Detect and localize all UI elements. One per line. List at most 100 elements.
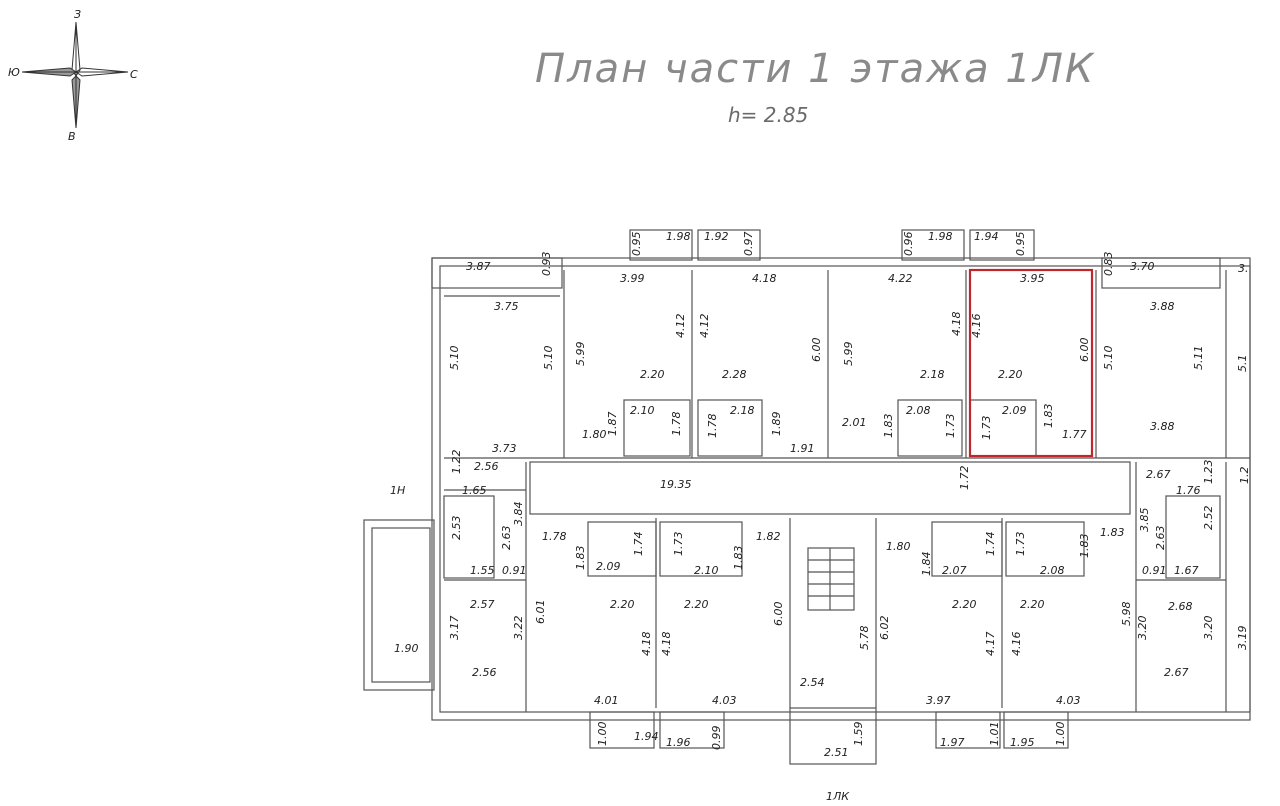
dimension-label: 2.20: [998, 368, 1023, 381]
dimension-label: 1.89: [770, 412, 783, 437]
dimension-label: 1.78: [670, 412, 683, 437]
dimension-label: 1.55: [470, 564, 495, 577]
dimension-label: 1.80: [582, 428, 607, 441]
dimension-label: 2.20: [610, 598, 635, 611]
dimension-label: 0.95: [630, 232, 643, 257]
dimension-label: 2.68: [1168, 600, 1193, 613]
dimension-label: 0.97: [742, 232, 755, 257]
dimension-label: 5.99: [842, 342, 855, 367]
dimension-label: 3.97: [926, 694, 951, 707]
dimension-label: 2.07: [942, 564, 967, 577]
dimension-label: 5.99: [574, 342, 587, 367]
compass-west-label: Ю: [8, 66, 20, 79]
dimension-label: 6.00: [772, 602, 785, 627]
dimension-label: 1.83: [1042, 404, 1055, 429]
dimension-label: 1.95: [1010, 736, 1035, 749]
dimension-label: 1.73: [944, 414, 957, 439]
dimension-label: 1.98: [928, 230, 953, 243]
dimension-label: 3.95: [1020, 272, 1045, 285]
highlighted-apartment-outline[interactable]: [968, 268, 1094, 458]
dimension-label: 1.78: [706, 414, 719, 439]
dimension-label: 1.65: [462, 484, 487, 497]
ceiling-height-note: h= 2.85: [728, 103, 809, 127]
dimension-label: 1.59: [852, 722, 865, 747]
dimension-label: 3.99: [620, 272, 645, 285]
dimension-label: 3.87: [466, 260, 491, 273]
dimension-label: 1.82: [756, 530, 781, 543]
dimension-label: 6.00: [810, 338, 823, 363]
dimension-label: 4.18: [752, 272, 777, 285]
entrance-label: 1ЛК: [826, 790, 850, 803]
dimension-label: 1.97: [940, 736, 965, 749]
dimension-label: 1.90: [394, 642, 419, 655]
dimension-label: 5.10: [448, 346, 461, 371]
dimension-label: 3.85: [1138, 508, 1151, 533]
dimension-label: 2.08: [906, 404, 931, 417]
dimension-label: 3.73: [492, 442, 517, 455]
dimension-label: 4.22: [888, 272, 913, 285]
dimension-label: 1.83: [574, 546, 587, 571]
dimension-label: 1.77: [1062, 428, 1087, 441]
dimension-label: 2.18: [920, 368, 945, 381]
dimension-label: 1.01: [988, 722, 1001, 747]
dimension-label: 4.03: [712, 694, 737, 707]
dimension-label: 3.75: [494, 300, 519, 313]
dimension-label: 2.57: [470, 598, 495, 611]
dimension-label: 5.1: [1236, 355, 1249, 373]
dimension-label: 2.01: [842, 416, 867, 429]
dimension-label: 4.12: [674, 314, 687, 339]
dimension-label: 0.95: [1014, 232, 1027, 257]
compass-rose-icon: [21, 21, 129, 129]
dimension-label: 2.63: [500, 526, 513, 551]
dimension-label: 3.88: [1150, 420, 1175, 433]
dimension-label: 5.10: [1102, 346, 1115, 371]
dimension-label: 4.16: [1010, 632, 1023, 657]
dimension-label: 6.00: [1078, 338, 1091, 363]
dimension-label: 2.10: [630, 404, 655, 417]
dimension-label: 1.00: [596, 722, 609, 747]
dimension-label: 0.83: [1102, 252, 1115, 277]
dimension-label: 5.10: [542, 346, 555, 371]
dimension-label: 2.67: [1164, 666, 1189, 679]
dimension-label: 1.98: [666, 230, 691, 243]
dimension-label: 1.74: [984, 532, 997, 557]
dimension-label: 1.91: [790, 442, 815, 455]
dimension-label: 19.35: [660, 478, 692, 491]
dimension-label: 2.09: [596, 560, 621, 573]
dimension-label: 1.83: [882, 414, 895, 439]
dimension-label: 1.23: [1202, 460, 1215, 485]
dimension-label: 2.20: [684, 598, 709, 611]
dimension-label: 5.98: [1120, 602, 1133, 627]
dimension-label: 2.56: [474, 460, 499, 473]
dimension-label: 2.53: [450, 516, 463, 541]
dimension-label: 1.83: [1100, 526, 1125, 539]
compass-north-label: З: [74, 8, 81, 21]
dimension-label: 2.20: [1020, 598, 1045, 611]
dimension-label: 3.19: [1236, 626, 1249, 651]
dimension-label: 2.28: [722, 368, 747, 381]
dimension-label: 3.20: [1202, 616, 1215, 641]
dimension-label: 3.20: [1136, 616, 1149, 641]
dimension-label: 1.96: [666, 736, 691, 749]
dimension-label: 4.12: [698, 314, 711, 339]
dimension-label: 4.17: [984, 632, 997, 657]
dimension-label: 4.18: [950, 312, 963, 337]
dimension-label: 2.08: [1040, 564, 1065, 577]
dimension-label: 2.67: [1146, 468, 1171, 481]
dimension-label: 4.18: [660, 632, 673, 657]
dimension-label: 6.02: [878, 616, 891, 641]
dimension-label: 0.91: [502, 564, 527, 577]
dimension-label: 1.00: [1054, 722, 1067, 747]
dimension-label: 0.93: [540, 252, 553, 277]
dimension-label: 1.72: [958, 466, 971, 491]
dimension-label: 2.20: [952, 598, 977, 611]
dimension-label: 1.92: [704, 230, 729, 243]
dimension-label: 2.56: [472, 666, 497, 679]
dimension-label: 4.03: [1056, 694, 1081, 707]
dimension-label: 1.73: [672, 532, 685, 557]
dimension-label: 4.16: [970, 314, 983, 339]
dimension-label: 0.99: [710, 726, 723, 751]
dimension-label: 0.96: [902, 232, 915, 257]
